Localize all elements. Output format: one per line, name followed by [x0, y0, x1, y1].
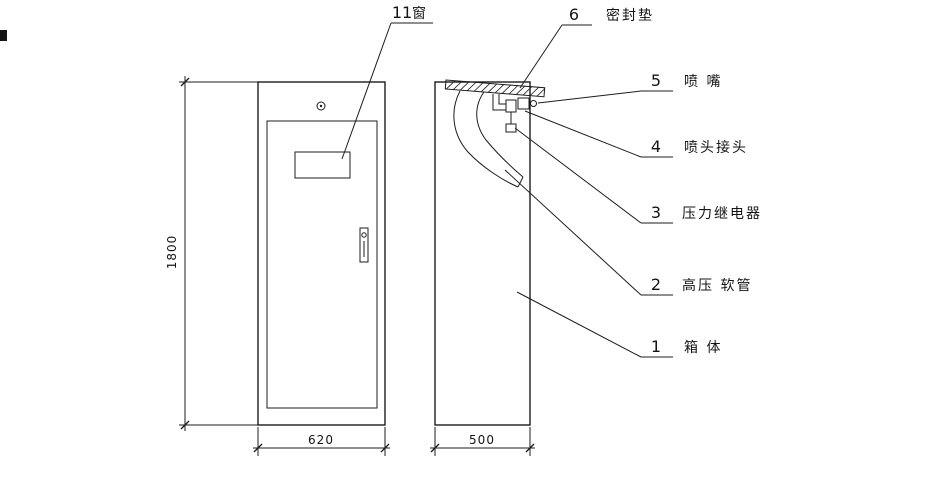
- seal-hatch-line: [452, 80, 463, 90]
- seal-hatch-line: [529, 87, 539, 96]
- nozzle-tip-circle: [530, 100, 537, 107]
- callout-3: 3 压力继电器: [514, 127, 762, 224]
- callout-num: 11: [392, 3, 412, 22]
- callout-label: 密封垫: [606, 7, 654, 24]
- callout-leader-line: [537, 90, 642, 104]
- front-window-rect: [294, 151, 351, 179]
- seal-hatch-line: [487, 83, 498, 93]
- nozzle-connector-rect: [505, 99, 517, 113]
- dim-height: 1800: [165, 76, 258, 431]
- handle-pivot-dot: [361, 232, 367, 238]
- hose-outer-curve: [453, 90, 519, 188]
- callout-5: 5 喷 嘴: [537, 71, 722, 104]
- callout-1: 1 箱 体: [516, 291, 722, 358]
- seal-hatch-line: [515, 85, 526, 95]
- callout-num: 3: [651, 203, 661, 222]
- seal-hatch-line: [501, 84, 512, 94]
- front-view-outline: [257, 81, 386, 426]
- lock-hole-dot: [319, 104, 323, 108]
- hose-end-line: [517, 176, 524, 188]
- callout-leader-line: [504, 169, 642, 296]
- dim-front-tick-left: [253, 443, 263, 453]
- callout-leader-line: [519, 24, 563, 89]
- callout-2: 2 高压 软管: [504, 169, 752, 296]
- callout-label: 箱 体: [684, 340, 722, 356]
- dim-front-value: 620: [308, 433, 334, 447]
- callout-num: 2: [651, 275, 661, 294]
- seal-hatch-line: [522, 86, 533, 96]
- callout-label: 喷 嘴: [684, 74, 722, 90]
- dim-side-tick-left: [430, 443, 440, 453]
- callout-num: 1: [651, 337, 661, 356]
- seal-gasket-band: [444, 79, 546, 98]
- seal-hatch-line: [459, 81, 470, 91]
- callout-leader-line: [524, 110, 642, 158]
- dim-side-tick-right: [525, 443, 535, 453]
- callout-4: 4 喷头接头: [524, 110, 748, 158]
- seal-hatch-line: [494, 84, 505, 94]
- callout-label: 高压 软管: [682, 277, 752, 294]
- seal-hatch-line: [466, 82, 477, 91]
- dim-side-width: 500: [430, 427, 535, 456]
- seal-band-outline: [444, 79, 546, 98]
- seal-hatch-line: [536, 88, 545, 97]
- seal-hatch-line: [508, 85, 519, 95]
- dim-height-value: 1800: [165, 235, 179, 270]
- callout-window: 11 窗: [341, 3, 433, 160]
- callout-num: 4: [651, 137, 661, 156]
- pipe-run-inner: [498, 94, 506, 105]
- dim-front-tick-right: [380, 443, 390, 453]
- callout-label: 压力继电器: [682, 206, 762, 222]
- callout-leader-line: [514, 127, 642, 224]
- callout-num: 5: [651, 71, 661, 90]
- callout-label: 窗: [412, 5, 428, 22]
- hose-inner-curve: [476, 91, 524, 178]
- callout-6: 6 密封垫: [519, 5, 654, 89]
- side-view: [434, 79, 546, 426]
- pressure-relay-rect: [505, 123, 517, 133]
- seal-hatch-line: [473, 82, 484, 92]
- callout-num: 6: [569, 5, 579, 24]
- callout-label: 喷头接头: [684, 139, 748, 156]
- callout-leader-line: [341, 22, 392, 160]
- dim-front-width: 620: [253, 427, 390, 456]
- sheet-edge-mark: [0, 30, 7, 41]
- lock-hole-circle: [316, 101, 326, 111]
- dim-height-tick-top: [180, 77, 190, 87]
- callout-leader-line: [516, 291, 642, 358]
- front-view: [257, 81, 386, 426]
- door-handle: [359, 227, 369, 263]
- dim-side-value: 500: [469, 433, 495, 447]
- nozzle-body-rect: [517, 97, 530, 110]
- side-view-outline: [434, 81, 531, 426]
- front-door-panel: [266, 120, 378, 409]
- pipe-run-outer: [492, 94, 506, 111]
- seal-hatch-line: [446, 80, 456, 90]
- seal-hatch-line: [480, 83, 491, 93]
- dim-height-tick-bottom: [180, 420, 190, 430]
